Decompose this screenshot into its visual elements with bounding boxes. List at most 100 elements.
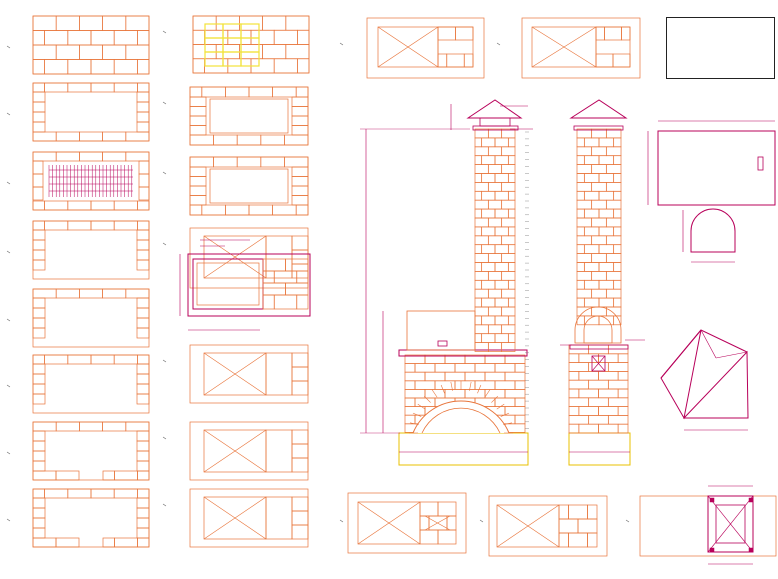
cross-line [357, 501, 421, 545]
brick [576, 226, 585, 237]
arch-joint [409, 422, 419, 425]
brick [501, 182, 516, 192]
brick [454, 363, 476, 373]
brick [262, 44, 287, 60]
brick [32, 327, 46, 339]
brick [576, 190, 585, 201]
brick [136, 497, 150, 509]
course-plan-left [32, 82, 150, 142]
brick [474, 190, 483, 201]
brick [291, 510, 309, 526]
course-number-mark [6, 384, 11, 388]
brick [192, 58, 205, 74]
brick [605, 253, 622, 263]
brick [102, 15, 127, 31]
brick [613, 173, 622, 183]
brick [576, 262, 585, 272]
chimney-base [265, 352, 293, 396]
brick [474, 137, 483, 148]
frame-outer [187, 253, 311, 317]
brick [494, 190, 509, 201]
brick [481, 226, 496, 237]
brick [444, 371, 466, 382]
brick [605, 146, 622, 157]
brick [484, 371, 506, 382]
brick [225, 204, 250, 216]
brick [260, 156, 285, 168]
firebox-plan [531, 26, 597, 68]
brick [605, 306, 622, 317]
plan-outline [189, 488, 309, 548]
course-plan-left [32, 354, 150, 414]
brick [67, 220, 92, 231]
brick [487, 235, 503, 246]
brick [507, 155, 516, 165]
brick [583, 226, 600, 237]
brick [192, 29, 205, 45]
brick [297, 58, 310, 74]
corner-post [748, 497, 754, 503]
chimney-roof [466, 99, 523, 119]
brick [79, 15, 103, 31]
course-plan-left [32, 488, 150, 548]
brick [481, 279, 496, 290]
ash-door [591, 355, 606, 372]
brick [125, 131, 150, 142]
brick [558, 504, 569, 520]
course-number-mark [162, 30, 167, 34]
brick [576, 173, 585, 183]
brick [44, 220, 69, 231]
brick [607, 379, 629, 390]
brick [598, 423, 619, 434]
brick [137, 470, 150, 481]
brick [102, 470, 115, 481]
cross-line [203, 235, 267, 279]
brick [591, 253, 607, 263]
brick [481, 173, 496, 183]
highlighted-bricks [204, 23, 260, 67]
brick [136, 507, 150, 519]
brick [507, 262, 516, 272]
brick [576, 208, 585, 219]
detail-drawings [647, 120, 776, 431]
brick [102, 288, 127, 299]
brick [507, 333, 516, 343]
brick [474, 271, 489, 281]
brick [494, 380, 516, 390]
brick [605, 199, 622, 210]
brick [248, 204, 273, 216]
brick [613, 137, 622, 148]
brick [44, 488, 69, 499]
brick [577, 518, 598, 534]
brick [262, 294, 275, 310]
brick [598, 315, 615, 326]
drawing-notes-box [666, 17, 775, 79]
course-plan-middle [192, 15, 310, 74]
brick [514, 397, 526, 407]
brick [136, 121, 150, 133]
course-number-mark [339, 42, 344, 46]
brick [67, 354, 92, 365]
brick [113, 354, 138, 365]
brick [90, 59, 115, 75]
brick [568, 379, 590, 390]
brick [583, 244, 600, 254]
brick [67, 59, 92, 75]
brick [404, 389, 426, 399]
brick [617, 371, 629, 381]
brick [136, 393, 150, 405]
brick [576, 279, 585, 290]
roof-detail [660, 329, 749, 431]
course-plans-column-middle [179, 15, 311, 548]
plan-bottom-1 [347, 492, 467, 554]
side-base [568, 344, 629, 434]
brick [32, 239, 46, 251]
cap-slot [757, 156, 764, 171]
plan-top-2 [521, 17, 641, 79]
brick [291, 96, 309, 107]
brick [514, 363, 526, 373]
brick [419, 529, 439, 545]
brick [32, 220, 45, 231]
brick [113, 30, 138, 46]
course-number-mark [6, 318, 11, 322]
